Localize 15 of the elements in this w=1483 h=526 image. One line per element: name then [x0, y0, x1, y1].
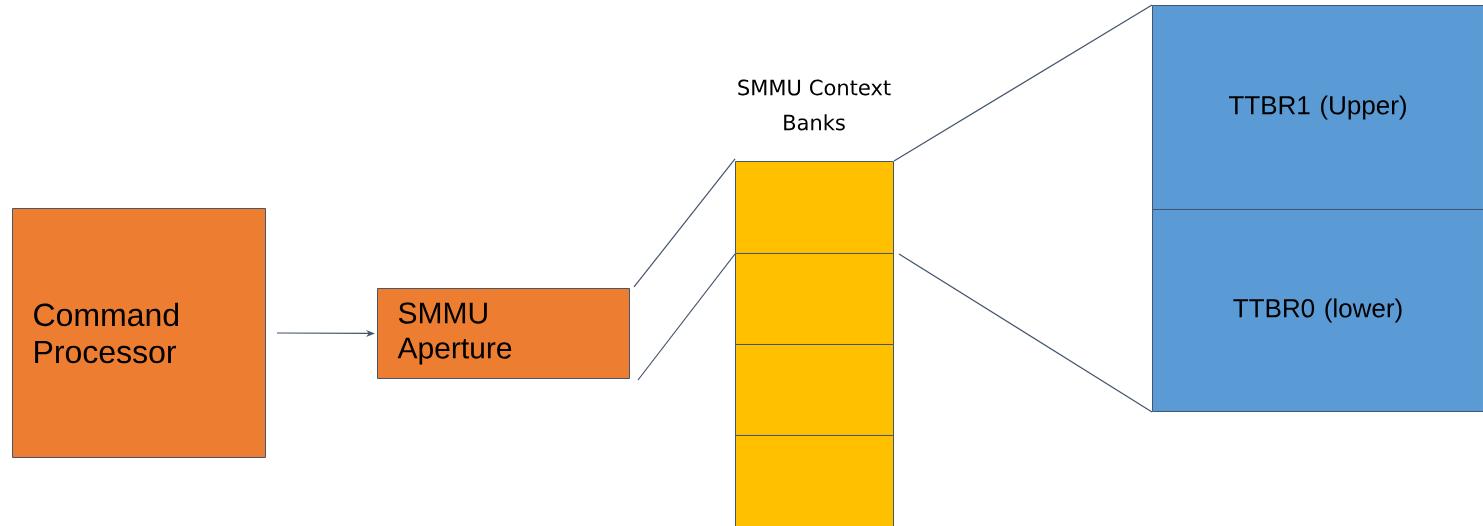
context-bank-cell [735, 253, 894, 345]
register-box: TTBR1 (Upper) [1152, 5, 1483, 210]
connector-line [637, 253, 736, 381]
command-processor-box: Command Processor [12, 208, 266, 458]
connector-line [893, 4, 1153, 162]
node-label: TTBR0 (lower) [1233, 298, 1402, 323]
context-bank-cell [735, 344, 894, 436]
aperture-box: SMMU Aperture [377, 288, 630, 379]
connector-line [633, 158, 736, 288]
heading-label: SMMU Context Banks [738, 79, 891, 131]
context-bank-cell [735, 161, 894, 254]
register-box: TTBR0 (lower) [1152, 209, 1483, 412]
node-label: TTBR1 (Upper) [1229, 95, 1406, 120]
context-bank-cell [735, 435, 894, 526]
connector-line [898, 253, 1153, 413]
